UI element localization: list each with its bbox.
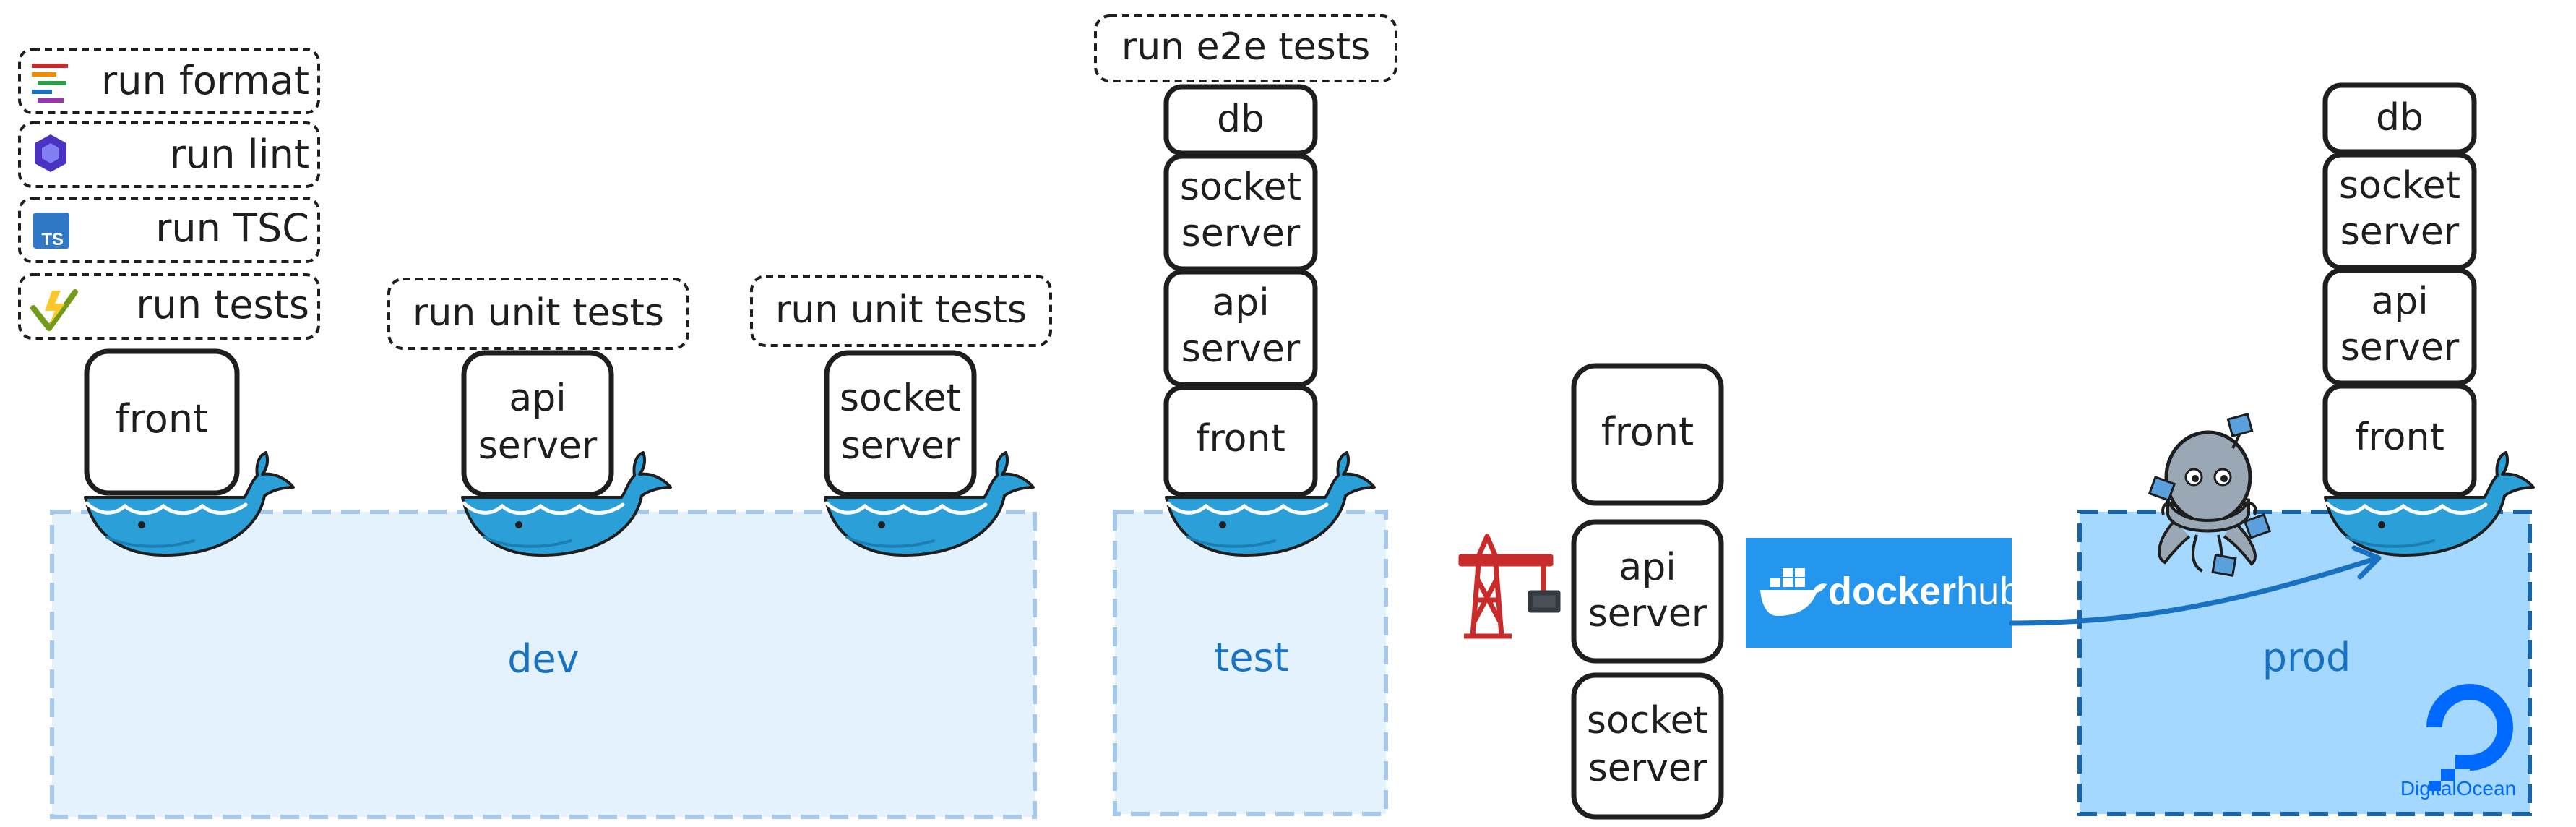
built-api-box <box>1571 519 1724 664</box>
typescript-icon: TS <box>33 213 69 249</box>
digitalocean-label: DigitalOcean <box>2400 777 2516 800</box>
check-run-tests: run tests <box>18 273 320 340</box>
test-front-label: front <box>1196 417 1285 460</box>
prod-zone <box>2077 510 2532 816</box>
socket-service-box <box>824 350 977 497</box>
api-service-box <box>461 350 614 497</box>
run-tests-label: run tests <box>136 282 309 327</box>
socket-service-label-line2: server <box>841 424 960 468</box>
svg-text:TS: TS <box>41 230 64 249</box>
prod-front-label: front <box>2355 416 2444 459</box>
prod-api-label-line1: api <box>2371 280 2428 323</box>
deploy-arrow-head <box>2351 545 2382 580</box>
run-lint-label: run lint <box>170 132 309 177</box>
dev-socket-container: run unit tests socket server <box>750 275 1052 555</box>
prod-db-label: db <box>2376 96 2424 140</box>
run-format-label: run format <box>101 58 309 103</box>
svg-text:dockerhub: dockerhub <box>1828 570 2021 613</box>
test-api-label-line1: api <box>1212 281 1269 325</box>
dev-front-container: front <box>84 348 293 555</box>
socket-service-label-line1: socket <box>840 377 961 420</box>
deploy-arrow <box>2009 555 2380 626</box>
prod-zone-label: prod <box>2262 635 2351 680</box>
socket-unit-tests-box <box>750 275 1052 347</box>
test-db-label: db <box>1217 98 1265 141</box>
built-api-label-line2: server <box>1588 592 1707 635</box>
prod-socket-label-line1: socket <box>2339 164 2460 207</box>
eslint-icon <box>35 134 66 172</box>
built-socket-box <box>1571 672 1724 820</box>
test-zone <box>1113 510 1388 816</box>
docker-compose-octopus-icon <box>2148 412 2272 577</box>
docker-hub-logo: dockerhub <box>1746 538 2021 648</box>
built-socket-label-line2: server <box>1588 747 1707 790</box>
built-images: front api server socket server <box>1571 363 1724 820</box>
run-tsc-label: run TSC <box>155 205 309 251</box>
format-icon <box>32 64 68 103</box>
test-db-box <box>1163 84 1318 156</box>
api-service-label-line2: server <box>478 424 598 468</box>
prod-api-label-line2: server <box>2340 326 2460 369</box>
test-api-label-line2: server <box>1181 327 1301 371</box>
api-unit-tests-box <box>387 278 689 350</box>
prod-db-box <box>2322 82 2477 155</box>
test-zone-label: test <box>1214 635 1289 680</box>
check-run-lint: run lint <box>18 121 320 188</box>
dev-zone <box>50 510 1037 819</box>
test-socket-box <box>1163 153 1318 272</box>
prod-socket-label-line2: server <box>2340 210 2460 254</box>
built-front-box <box>1571 363 1724 506</box>
built-api-label-line1: api <box>1619 546 1676 589</box>
prod-api-box <box>2322 267 2477 386</box>
api-service-label-line1: api <box>509 377 566 420</box>
prod-front-box <box>2322 383 2477 497</box>
e2e-tests-label: run e2e tests <box>1121 25 1370 69</box>
digitalocean-logo: DigitalOcean <box>2400 684 2516 800</box>
front-service-box <box>84 348 240 496</box>
test-api-box <box>1163 269 1318 387</box>
prod-socket-box <box>2322 152 2477 270</box>
test-socket-label-line1: socket <box>1180 166 1301 209</box>
test-front-box <box>1163 385 1318 497</box>
api-unit-tests-label: run unit tests <box>413 291 664 335</box>
built-front-label: front <box>1601 409 1694 455</box>
built-socket-label-line1: socket <box>1587 699 1708 742</box>
e2e-tests-box <box>1094 14 1397 82</box>
front-service-label: front <box>116 396 208 442</box>
crane-icon <box>1458 534 1561 639</box>
check-run-format: run format <box>18 48 320 114</box>
test-stack: run e2e tests db socket server api serve… <box>1094 14 1397 555</box>
test-socket-label-line2: server <box>1181 212 1301 255</box>
dev-api-container: run unit tests api server <box>387 278 689 555</box>
vitest-icon <box>30 289 78 331</box>
dev-zone-label: dev <box>507 636 579 682</box>
check-run-tsc: TS run TSC <box>18 197 320 263</box>
prod-stack: db socket server api server front <box>2322 82 2533 555</box>
socket-unit-tests-label: run unit tests <box>775 288 1027 332</box>
